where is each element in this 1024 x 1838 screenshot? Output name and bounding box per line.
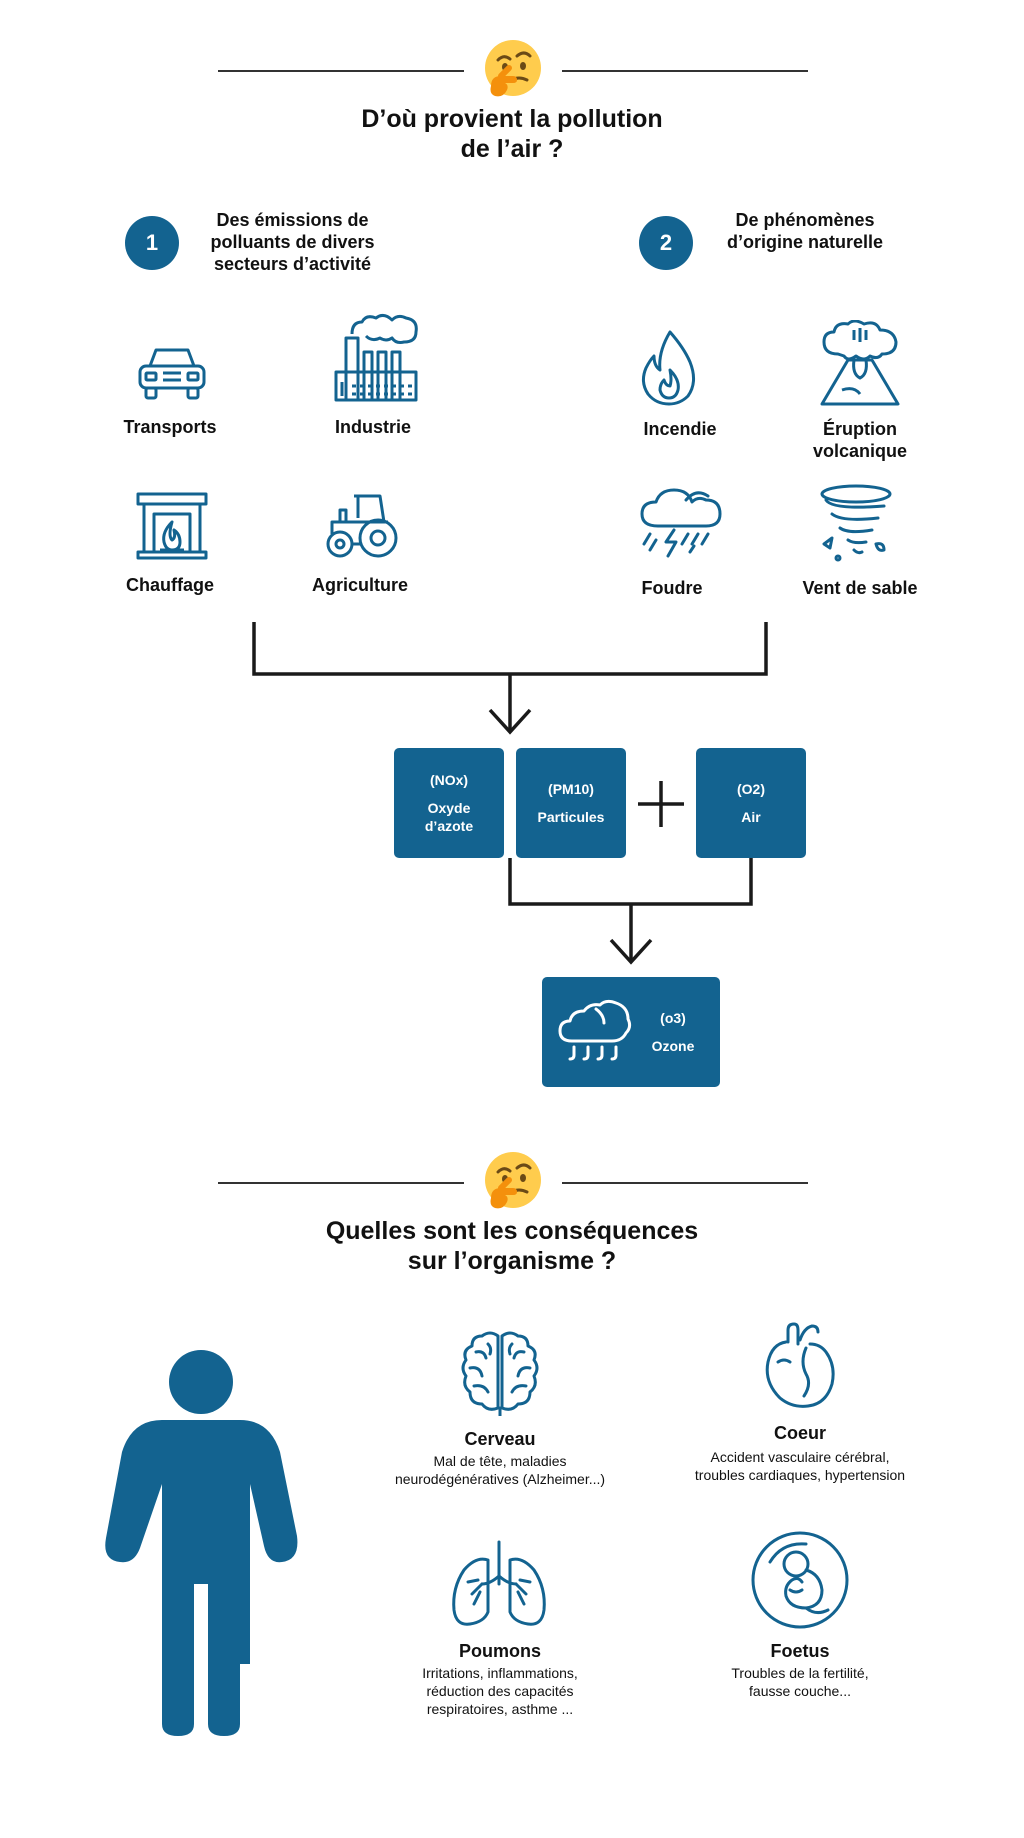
pollutant-box-nox: (NOx) Oxyde d’azote xyxy=(394,748,504,858)
acid-rain-cloud-icon xyxy=(558,999,632,1061)
fetus-icon xyxy=(751,1531,849,1629)
organ-title: Poumons xyxy=(458,1641,541,1661)
arrow-head-1 xyxy=(488,708,532,735)
source-badge-2: 2 xyxy=(639,216,693,270)
header-rule-right xyxy=(562,1182,808,1184)
organ-description: Accident vasculaire cérébral, troubles c… xyxy=(694,1449,906,1483)
car-icon xyxy=(138,348,206,400)
source-item-label: Incendie xyxy=(643,419,717,439)
source-item-label: Chauffage xyxy=(125,575,214,595)
pollutant-formula: (PM10) xyxy=(548,781,594,797)
brain-icon xyxy=(461,1331,539,1416)
organ-title: Foetus xyxy=(770,1641,830,1661)
organ-title: Coeur xyxy=(773,1423,826,1443)
thinking-face-icon xyxy=(483,38,543,98)
factory-icon xyxy=(334,313,418,402)
flame-icon xyxy=(641,330,695,406)
lungs-icon xyxy=(452,1540,546,1626)
section-title-consequences: Quelles sont les conséquences sur l’orga… xyxy=(325,1217,699,1275)
header-rule-right xyxy=(562,70,808,72)
result-formula: (o3) xyxy=(660,1010,686,1026)
pollutant-box-pm10: (PM10) Particules xyxy=(516,748,626,858)
arrow-head-2 xyxy=(609,938,653,965)
pollutant-name: Oxyde d’azote xyxy=(424,800,474,834)
source-item-label: Éruption volcanique xyxy=(812,419,908,461)
section-title-origin: D’où provient la pollution de l’air ? xyxy=(361,105,663,163)
header-rule-left xyxy=(218,1182,464,1184)
result-box-ozone: (o3) Ozone xyxy=(542,977,720,1087)
thinking-face-icon xyxy=(483,1150,543,1210)
organ-description: Mal de tête, maladies neurodégénératives… xyxy=(394,1453,606,1487)
human-figure-icon xyxy=(105,1350,298,1736)
heart-icon xyxy=(765,1322,835,1408)
source-item-label: Agriculture xyxy=(311,575,408,595)
pollutant-formula: (O2) xyxy=(737,781,765,797)
storm-icon xyxy=(640,488,722,558)
fireplace-icon xyxy=(136,492,208,560)
tractor-icon xyxy=(326,494,398,558)
organ-description: Troubles de la fertilité, fausse couche.… xyxy=(731,1665,869,1699)
organ-description: Irritations, inflammations, réduction de… xyxy=(422,1665,578,1717)
source-item-label: Vent de sable xyxy=(802,578,918,598)
pollutant-box-o2: (O2) Air xyxy=(696,748,806,858)
result-name: Ozone xyxy=(651,1038,695,1054)
source-title-2: De phénomènes d’origine naturelle xyxy=(726,210,884,252)
source-item-label: Transports xyxy=(123,417,217,437)
pollutant-formula: (NOx) xyxy=(429,772,469,788)
pollutants-merge-line xyxy=(508,858,753,906)
pollutant-name: Particules xyxy=(537,809,605,825)
source-item-label: Foudre xyxy=(641,578,703,598)
organ-title: Cerveau xyxy=(464,1429,536,1449)
sources-merge-line xyxy=(252,622,768,676)
header-rule-left xyxy=(218,70,464,72)
source-item-label: Industrie xyxy=(334,417,411,437)
volcano-icon xyxy=(820,320,900,406)
pollutant-name: Air xyxy=(741,809,761,825)
source-badge-1: 1 xyxy=(125,216,179,270)
tornado-icon xyxy=(820,484,892,562)
source-title-1: Des émissions de polluants de divers sec… xyxy=(210,210,375,274)
